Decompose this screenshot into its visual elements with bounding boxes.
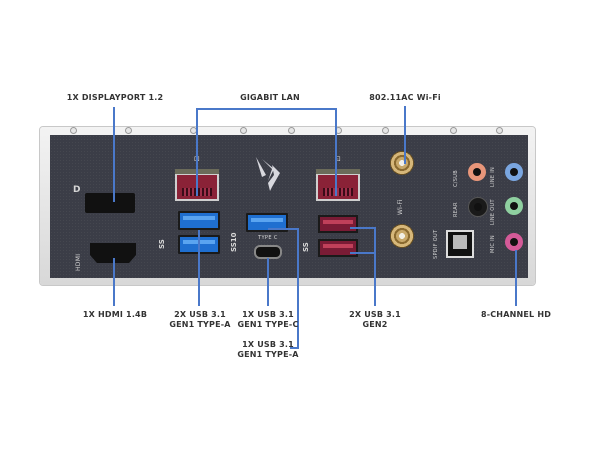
usb-type-c-callout-line [267,258,269,306]
screw [70,127,77,134]
usb-gen1-port-3 [246,213,288,232]
spdif-out-label: SPDIF OUT [433,229,439,259]
usb-type-c-callout-line2: GEN1 TYPE-C [237,320,299,329]
lan-callout-line [196,108,336,110]
screw [288,127,295,134]
rear-label: REAR [453,202,459,217]
usb-ss-logo: SS [302,242,310,252]
usb-gen2-port-2 [318,239,358,257]
mic-in-label: MIC IN [490,235,496,253]
usb-gen2-callout-line1: 2X USB 3.1 [349,310,401,319]
screw [240,127,247,134]
rog-logo-icon [256,157,280,191]
line-in-label: LINE IN [490,166,496,187]
wifi-callout-line [404,106,406,164]
hdmi-port [90,243,136,263]
wifi-antenna-connector-2 [390,224,414,248]
displayport-port [85,193,135,213]
type-c-label: TYPE C [258,235,278,241]
spdif-optical-port [446,230,474,258]
usb-gen2-callout-line [350,252,375,254]
usb-gen1-port-1 [178,211,220,230]
usb-gen1-single-callout-line2: GEN1 TYPE-A [237,350,299,359]
usb-gen2-callout-line [350,227,375,229]
usb-gen1-single-callout-line [290,347,299,349]
usb-gen1-single-callout-line1: 1X USB 3.1 [242,340,294,349]
screw [125,127,132,134]
io-panel: D HDMI ⊡ SS SS10 TYPE C ⊡ SS Wi-Fi C/SUB… [50,127,528,278]
usb-ss10-logo: SS10 [230,232,238,252]
usb-gen1-type-a-callout-line1: 2X USB 3.1 [174,310,226,319]
line-out-label: LINE OUT [490,199,496,225]
hdmi-label: HDMI [75,253,82,271]
c-sub-label: C/SUB [453,170,459,187]
wifi-callout: 802.11AC Wi-Fi [369,93,441,102]
lan-callout-line [335,108,337,196]
audio-jack-line-in [505,163,523,181]
usb-gen1-callout-line [198,230,200,306]
audio-jack-center-sub [468,163,486,181]
usb-type-c-callout-line1: 1X USB 3.1 [242,310,294,319]
usb-type-c-callout: 1X USB 3.1 GEN1 TYPE-C [228,310,308,330]
displayport-icon: D [73,185,81,195]
usb-gen1-single-callout-line [297,228,299,348]
audio-jack-mic-in [505,233,523,251]
usb-gen1-type-a-callout-line2: GEN1 TYPE-A [169,320,231,329]
usb-gen1-single-callout-line [268,228,298,230]
usb-gen2-port-1 [318,215,358,233]
usb-ss-logo: SS [158,239,166,249]
usb-gen1-type-a-callout: 2X USB 3.1 GEN1 TYPE-A [160,310,240,330]
usb-type-c-port [254,245,282,259]
displayport-callout-line [113,107,115,202]
lan-callout-line [196,108,198,196]
audio-callout: 8-CHANNEL HD [480,310,552,319]
hdmi-callout-line [113,258,115,306]
screw [382,127,389,134]
screw [450,127,457,134]
audio-callout-line [515,250,517,306]
lan-icon: ⊡ [335,155,342,163]
screw [496,127,503,134]
usb-gen2-callout: 2X USB 3.1 GEN2 [335,310,415,330]
audio-jack-line-out [505,197,523,215]
usb-gen2-callout-line [374,227,376,306]
usb-gen2-callout-line2: GEN2 [362,320,388,329]
lan-callout: GIGABIT LAN [240,93,300,102]
audio-jack-rear [468,197,488,217]
lan-port-2 [316,169,360,201]
usb-gen1-single-callout: 1X USB 3.1 GEN1 TYPE-A [228,340,308,360]
displayport-callout: 1X DISPLAYPORT 1.2 [66,93,164,102]
hdmi-callout: 1X HDMI 1.4B [82,310,148,319]
wifi-label: Wi-Fi [397,199,404,215]
wifi-antenna-connector-1 [390,151,414,175]
